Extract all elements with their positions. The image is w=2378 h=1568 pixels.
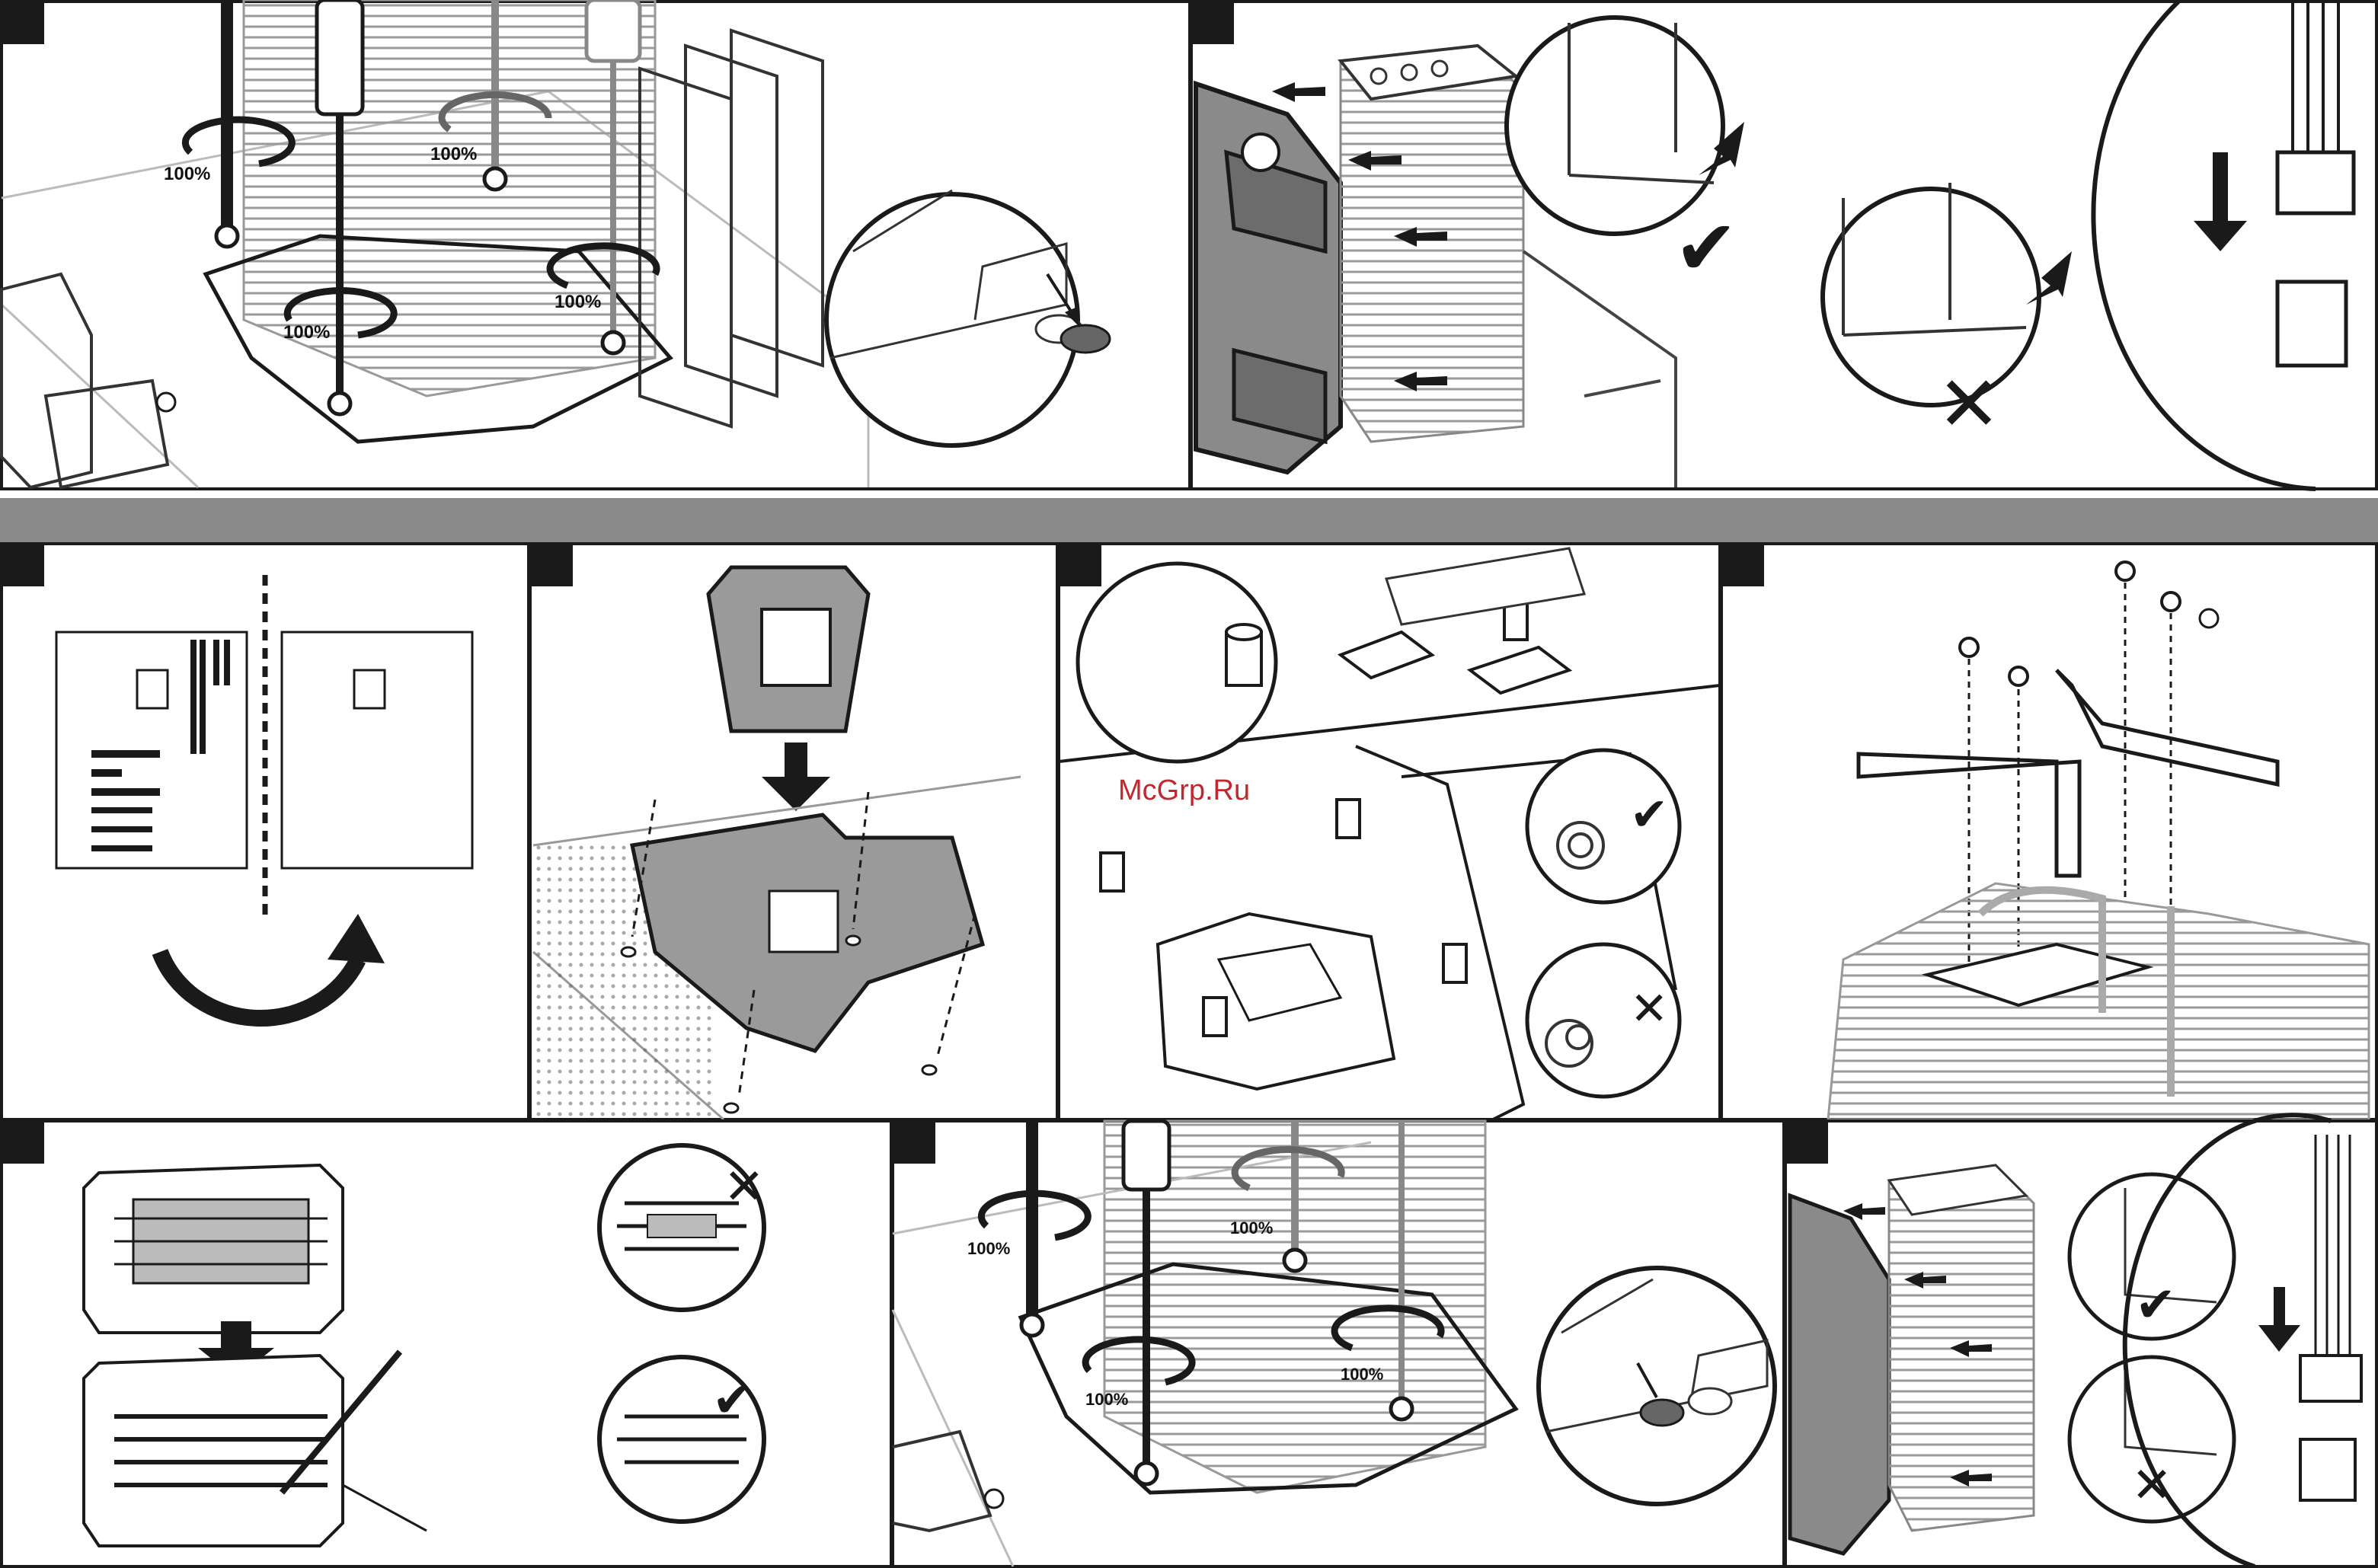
cross-icon: ✕ xyxy=(1937,362,2001,447)
torque-label: 100% xyxy=(430,144,477,164)
watermark: McGrp.Ru xyxy=(1118,774,1250,806)
cooler-base-bottom xyxy=(84,1356,343,1546)
section-header-bar xyxy=(0,498,2378,542)
torque-label: 100% xyxy=(1230,1218,1273,1237)
detail-zoom-circle xyxy=(1539,1268,1775,1504)
check-icon: ✔ xyxy=(2135,1277,2176,1332)
panel-bottom-fan: ✔ ✕ xyxy=(1785,1115,2376,1566)
torque-label: 100% xyxy=(555,292,601,312)
step-number-box xyxy=(530,544,573,586)
torque-label: 100% xyxy=(164,164,210,184)
cross-icon: ✕ xyxy=(1630,983,1668,1034)
step-number-box xyxy=(1785,1121,1828,1164)
panel-bottom-screws: 100% 100% 100% 100% xyxy=(893,1121,1784,1566)
panel-top-left: 100% 100% 100% 100% xyxy=(2,0,1190,489)
check-icon: ✔ xyxy=(1630,789,1668,840)
step-number-box xyxy=(2,1121,44,1164)
torque-label: 100% xyxy=(283,322,330,343)
step-number-box xyxy=(1191,2,1234,44)
step-number-box xyxy=(893,1121,935,1164)
motherboard-back xyxy=(282,632,472,868)
panel-thermal-paste: ✕ ✔ xyxy=(2,1121,891,1566)
step-number-box xyxy=(2,544,44,586)
cross-icon: ✕ xyxy=(724,1159,765,1214)
torque-label: 100% xyxy=(1085,1390,1128,1409)
panel-top-right: ✔ ✕ xyxy=(1191,0,2376,489)
torque-label: 100% xyxy=(1341,1365,1383,1384)
step-number-box xyxy=(1059,544,1101,586)
panel-standoffs: ✔ ✕ McGrp.Ru xyxy=(1059,544,1720,1119)
step-number-box xyxy=(2,2,44,44)
cooler-base-top xyxy=(84,1165,343,1333)
check-icon: ✔ xyxy=(712,1372,753,1427)
check-icon: ✔ xyxy=(1674,206,1738,291)
panel-flip-board xyxy=(2,544,529,1119)
torque-label: 100% xyxy=(967,1239,1010,1258)
step-number-box xyxy=(1721,544,1764,586)
panel-backplate xyxy=(530,544,1057,1119)
panel-mounting-bars xyxy=(1721,544,2376,1119)
